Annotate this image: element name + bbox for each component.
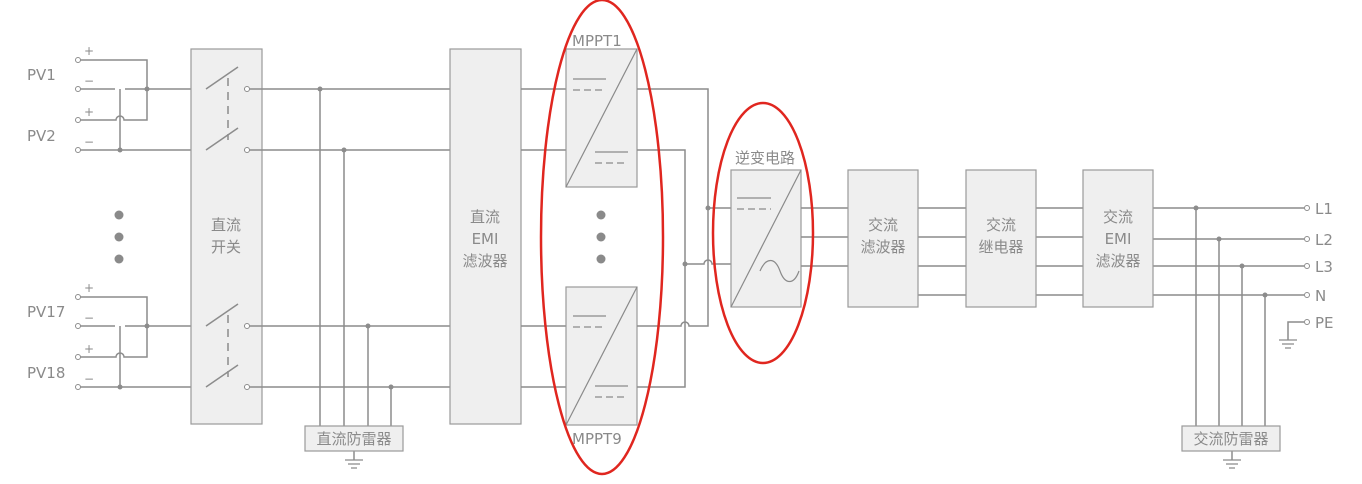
ac-spd-block (1181, 425, 1281, 452)
mppt-ellipsis (596, 210, 606, 264)
ac-filter-label-line2: 滤波器 (860, 238, 905, 256)
output-l3-label: L3 (1315, 258, 1333, 276)
ac-emi-label-line1: 交流 (1103, 208, 1133, 226)
dc-switch-label-line1: 直流 (211, 216, 241, 234)
minus-sign: − (84, 372, 94, 386)
plus-sign: + (84, 44, 94, 58)
plus-sign: + (84, 281, 94, 295)
ac-relay-label-line2: 继电器 (978, 238, 1023, 256)
pv-input-wiring (75, 57, 206, 390)
ac-emi-label-line3: 滤波器 (1095, 252, 1140, 270)
pv17-label: PV17 (27, 303, 65, 321)
minus-sign: − (84, 311, 94, 325)
dc-switch-label-line2: 开关 (211, 238, 241, 256)
plus-sign: + (84, 105, 94, 119)
dc-spd-label: 直流防雷器 (316, 430, 391, 448)
pv2-label: PV2 (27, 127, 56, 145)
emi-to-mppt-wiring (521, 88, 566, 388)
dc-spd-wiring (317, 86, 394, 469)
dc-ac-converter-symbol (730, 169, 802, 308)
output-pe-label: PE (1315, 314, 1334, 332)
dc-dc-converter-symbol (565, 48, 638, 188)
inverter-highlight-ellipse (711, 101, 815, 365)
ac-emi-label-line2: EMI (1105, 230, 1132, 248)
ac-relay-label-line1: 交流 (986, 216, 1016, 234)
mppt1-label: MPPT1 (572, 32, 622, 50)
ac-relay-block (965, 169, 1037, 308)
output-n-label: N (1315, 287, 1326, 305)
dc-emi-label-line3: 滤波器 (462, 252, 507, 270)
ac-filter-block (847, 169, 919, 308)
plus-sign: + (84, 342, 94, 356)
dc-switch-block (190, 48, 263, 425)
inverter-label: 逆变电路 (735, 149, 795, 167)
dc-spd-block (304, 425, 404, 452)
dc-dc-converter-symbol (565, 286, 638, 426)
ac-wiring (801, 205, 1310, 349)
ac-spd-label: 交流防雷器 (1193, 430, 1268, 448)
mppt9-label: MPPT9 (572, 430, 622, 448)
output-l1-label: L1 (1315, 200, 1333, 218)
minus-sign: − (84, 74, 94, 88)
minus-sign: − (84, 135, 94, 149)
dc-emi-label-line1: 直流 (470, 208, 500, 226)
dc-bus-wiring (637, 88, 731, 388)
ac-filter-label-line1: 交流 (868, 216, 898, 234)
ac-emi-block (1082, 169, 1154, 308)
pv-ellipsis (114, 210, 124, 264)
switch-contacts (205, 66, 450, 390)
mppt-highlight-ellipse (539, 0, 665, 476)
pv18-label: PV18 (27, 364, 65, 382)
dc-emi-block (449, 48, 522, 425)
dc-emi-label-line2: EMI (472, 230, 499, 248)
pv1-label: PV1 (27, 66, 56, 84)
output-l2-label: L2 (1315, 231, 1333, 249)
ac-spd-wiring (1193, 205, 1268, 469)
